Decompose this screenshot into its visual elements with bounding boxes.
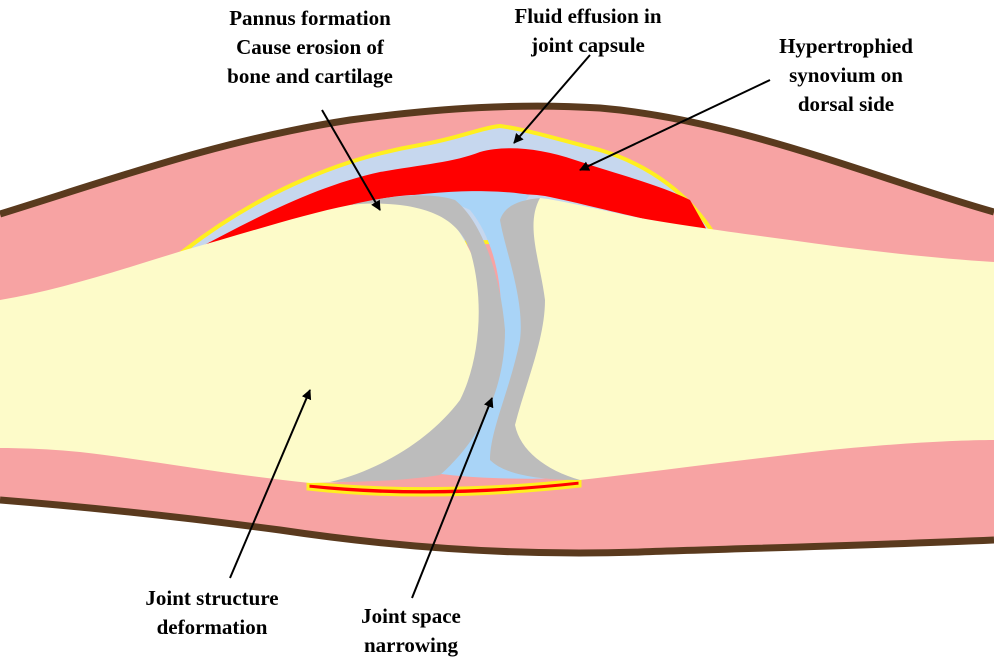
arrow-fluid (513, 54, 591, 144)
bone-distal (510, 198, 994, 480)
label-joint-space-narrowing: Joint space narrowing (336, 602, 486, 660)
label-narrowing-line-2: narrowing (363, 633, 459, 657)
skin-outline-bottom (0, 496, 994, 557)
label-joint-structure-deformation: Joint structure deformation (112, 584, 312, 642)
label-deformation-line-2: deformation (156, 615, 268, 639)
bone-proximal (0, 200, 490, 483)
label-fluid-effusion: Fluid effusion in joint capsule (483, 2, 693, 60)
label-pannus-formation: Pannus formation Cause erosion of bone a… (196, 4, 424, 91)
arrow-narrowing (411, 397, 494, 599)
label-deformation-line-1: Joint structure (145, 586, 279, 610)
synovium-dorsal (195, 148, 708, 250)
label-fluid-line-2: joint capsule (531, 33, 645, 57)
arrow-synovium (579, 79, 771, 171)
skin-outline-top (0, 102, 994, 218)
label-synovium-line-2: synovium on (789, 63, 903, 87)
label-pannus-line-1: Pannus formation (229, 6, 391, 30)
arrow-pannus (321, 109, 381, 211)
cartilage-distal (490, 198, 580, 480)
label-fluid-line-1: Fluid effusion in (514, 4, 662, 28)
label-hypertrophied-synovium: Hypertrophied synovium on dorsal side (756, 32, 936, 119)
label-pannus-line-3: bone and cartilage (227, 64, 393, 88)
label-pannus-line-2: Cause erosion of (236, 35, 384, 59)
joint-capsule-ventral (306, 478, 582, 497)
cartilage-proximal (330, 195, 505, 482)
arrow-deformation (229, 389, 312, 579)
label-synovium-line-3: dorsal side (797, 92, 895, 116)
label-synovium-line-1: Hypertrophied (779, 34, 913, 58)
label-narrowing-line-1: Joint space (361, 604, 461, 628)
